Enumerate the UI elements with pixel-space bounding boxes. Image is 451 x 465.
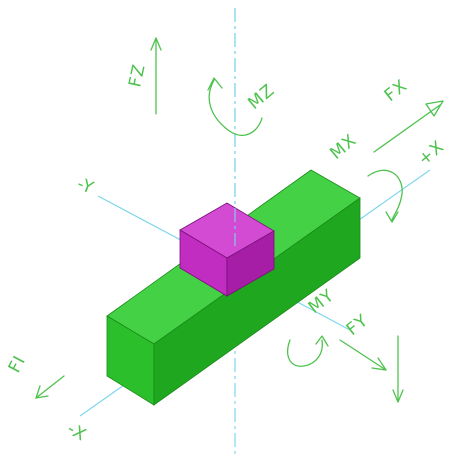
mz-curved-arrow-icon (207, 77, 263, 136)
mx-curved-arrow-icon (367, 169, 403, 223)
label-fz: FZ (125, 62, 149, 89)
fi-arrow-icon (35, 375, 65, 399)
fz-arrow-icon (150, 37, 162, 115)
beam-side-face (153, 197, 361, 406)
label-minus-x: -X (64, 419, 90, 446)
block (179, 202, 275, 297)
fx-arrow-icon (373, 100, 444, 153)
label-fy: FY (343, 311, 373, 340)
my-curved-arrow-icon (287, 335, 329, 367)
label-mz: MZ (244, 80, 279, 114)
block-side-face (226, 230, 275, 297)
fy-diagonal-arrow-icon (339, 339, 387, 371)
label-minus-y: -Y (74, 174, 97, 199)
label-fi: FI (5, 352, 31, 376)
fy-down-arrow-icon (392, 335, 404, 403)
annotations (35, 37, 444, 403)
label-plus-x: +X (414, 137, 448, 170)
label-mx: MX (326, 130, 361, 164)
label-fx: FX (381, 76, 412, 106)
